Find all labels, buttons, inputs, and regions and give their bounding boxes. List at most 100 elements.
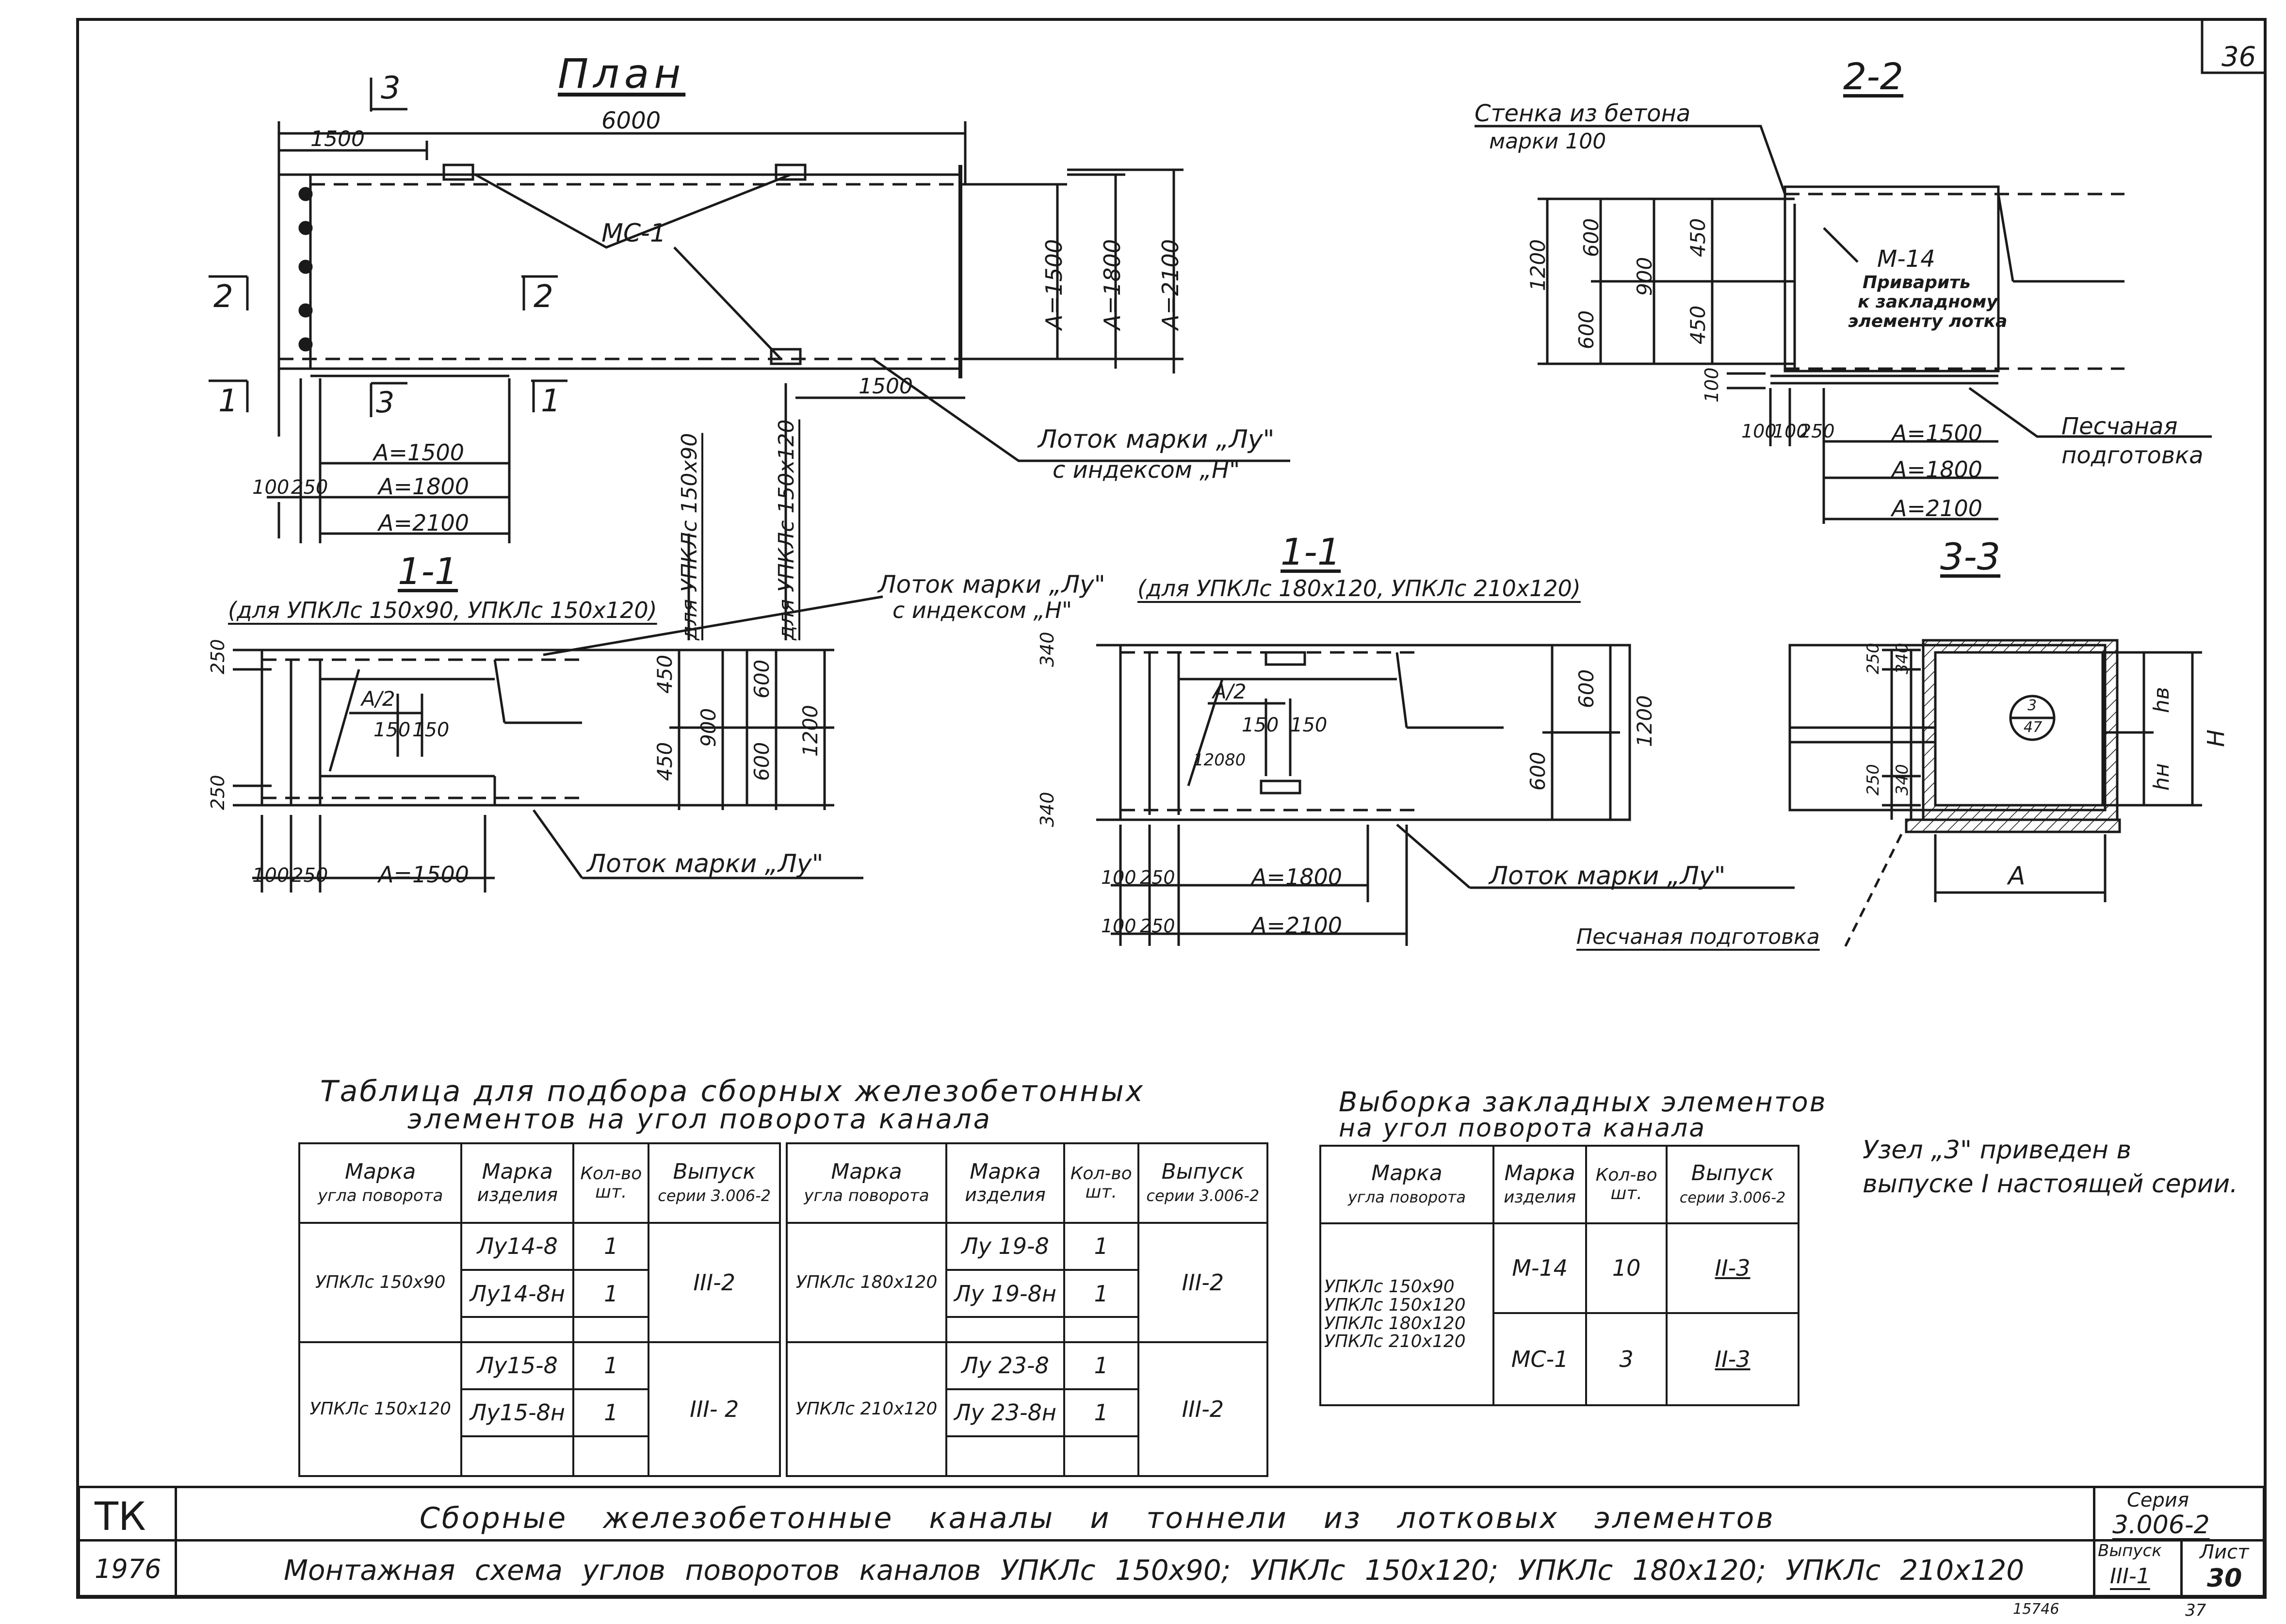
sec22-dim-450b: 450 [1686, 305, 1710, 344]
plan-dim-left: 1500 [310, 127, 365, 151]
sec22-a2100: А=2100 [1892, 495, 1983, 521]
sec11a-dim-450b: 450 [653, 742, 677, 781]
plan-section-3-bottom: 3 [376, 386, 395, 420]
sec33-dim-hv: hв [2149, 687, 2174, 713]
t1l-item-1a: Лу14-8 [460, 1221, 575, 1271]
t2-angle-1: УПКЛс 150х90 [1324, 1276, 1455, 1297]
t1l-empty-2q [572, 1435, 650, 1477]
sec11b-dim-120: 120 [1193, 750, 1225, 770]
t2-item-1: М-14 [1492, 1222, 1588, 1314]
t1r-qty-1a: 1 [1063, 1221, 1139, 1271]
t1r-angle-1: УПКЛс 180х120 [785, 1221, 948, 1343]
plan-dim-250: 250 [291, 476, 328, 499]
sec11b-dim-150b: 150 [1290, 714, 1328, 736]
sec11b-dim-a2: А/2 [1213, 680, 1247, 703]
tb-series: 3.006-2 [2112, 1510, 2210, 1540]
t2-issue-1: II-3 [1666, 1222, 1800, 1314]
t1r-angle-2: УПКЛс 210х120 [785, 1341, 948, 1478]
sec22-dim-1200: 1200 [1526, 239, 1550, 291]
plan-dim-a2100: А=2100 [1157, 239, 1184, 330]
plan-section-2-right: 2 [534, 279, 553, 315]
t1r-qty-2b: 1 [1063, 1388, 1139, 1438]
sec22-dim-600b: 600 [1574, 310, 1598, 349]
mid-lotok-sub: с индексом „Н" [892, 597, 1072, 623]
table1-title-1: Таблица для подбора сборных железобетонн… [320, 1074, 1145, 1108]
sec11a-dim-900: 900 [697, 708, 720, 747]
sec11a-dim-a2: А/2 [361, 687, 395, 711]
t1l-empty-1 [460, 1316, 575, 1343]
plan-bottom-a1800: А=1800 [378, 473, 470, 500]
sec11b-title: 1-1 [1281, 530, 1341, 573]
sec11b-dim-1200: 1200 [1633, 695, 1656, 747]
t2-issue-2: II-3 [1666, 1312, 1800, 1406]
sec11a-dim-600b: 600 [750, 742, 774, 781]
plan-dim-100: 100 [252, 476, 290, 499]
plan-section-1-right: 1 [541, 383, 561, 419]
sec11b-dim-100b: 100 [1101, 915, 1136, 937]
sec11b-dim-100a: 100 [1101, 867, 1136, 888]
plan-section-1-left: 1 [218, 383, 238, 419]
sec11b-dim-150a: 150 [1242, 714, 1279, 736]
plan-title: План [558, 50, 686, 97]
table2-title-2: на угол поворота канала [1339, 1114, 1706, 1143]
sec11a-title: 1-1 [398, 550, 458, 593]
t1r-qty-1b: 1 [1063, 1269, 1139, 1318]
t1l-item-1b: Лу14-8н [460, 1269, 575, 1318]
tb-vline-2 [2093, 1488, 2095, 1597]
plan-dim-right: 1500 [859, 374, 913, 399]
sec22-dim-100: 100 [1701, 367, 1722, 403]
tb-vline-3 [2180, 1539, 2183, 1597]
tb-sheet-label: Лист [2200, 1541, 2249, 1563]
t1r-empty-2q [1063, 1435, 1139, 1477]
t2-qty-1: 10 [1585, 1222, 1668, 1314]
tb-hline [80, 1539, 2263, 1542]
t2-angle-2: УПКЛс 150х120 [1324, 1295, 1466, 1315]
sec22-weld-3: элементу лотка [1848, 311, 2008, 331]
plan-dim-total: 6000 [601, 107, 661, 134]
t1r-item-1a: Лу 19-8 [945, 1221, 1065, 1271]
tb-tk: ТК [95, 1494, 146, 1539]
sec33-dim-h: H [2203, 729, 2230, 747]
sec11a-dim-250-top: 250 [207, 639, 228, 674]
t2-angle-4: УПКЛс 210х120 [1324, 1332, 1466, 1352]
plan-section-3-mark: 3 [381, 70, 401, 106]
plan-bottom-a1500: А=1500 [373, 439, 465, 466]
sec11b-dim-340-bot: 340 [1037, 792, 1058, 827]
sec11b-dim-a1800: А=1800 [1251, 864, 1343, 890]
t1r-issue-1: III-2 [1137, 1221, 1269, 1343]
sec33-node-top: 3 [2027, 697, 2037, 714]
tb-issue: III-1 [2110, 1564, 2150, 1589]
t1l-issue-2: III- 2 [648, 1341, 781, 1478]
note-line-2: выпуске I настоящей серии. [1863, 1169, 2238, 1199]
t1r-item-2b: Лу 23-8н [945, 1388, 1065, 1438]
title-block: ТК 1976 Сборные железобетонные каналы и … [78, 1486, 2265, 1597]
sec11b-lotok: Лоток марки „Лу" [1489, 861, 1726, 891]
plan-lotok-label: Лоток марки „Лу" [1038, 425, 1275, 454]
table1-title-2: элементов на угол поворота канала [407, 1104, 992, 1135]
t1l-qty-2b: 1 [572, 1388, 650, 1438]
t1l-qty-1a: 1 [572, 1221, 650, 1271]
plan-label-mc1: МС-1 [601, 219, 666, 248]
sec22-wall-label: Стенка из бетона [1475, 100, 1691, 127]
sec22-a1800: А=1800 [1892, 456, 1983, 483]
plan-lotok-sub: с индексом „Н" [1053, 456, 1240, 484]
t1l-angle-1: УПКЛс 150х90 [298, 1221, 463, 1343]
t1l-qty-1b: 1 [572, 1269, 650, 1318]
sec11a-dim-450a: 450 [653, 654, 677, 694]
t1l-item-2a: Лу15-8 [460, 1341, 575, 1390]
sec33-dim-hn: hн [2149, 763, 2174, 791]
sec22-weld-2: к закладному [1858, 292, 1998, 312]
t2-angles: УПКЛс 150х90 УПКЛс 150х120 УПКЛс 180х120… [1319, 1222, 1494, 1406]
t1r-item-1b: Лу 19-8н [945, 1269, 1065, 1318]
